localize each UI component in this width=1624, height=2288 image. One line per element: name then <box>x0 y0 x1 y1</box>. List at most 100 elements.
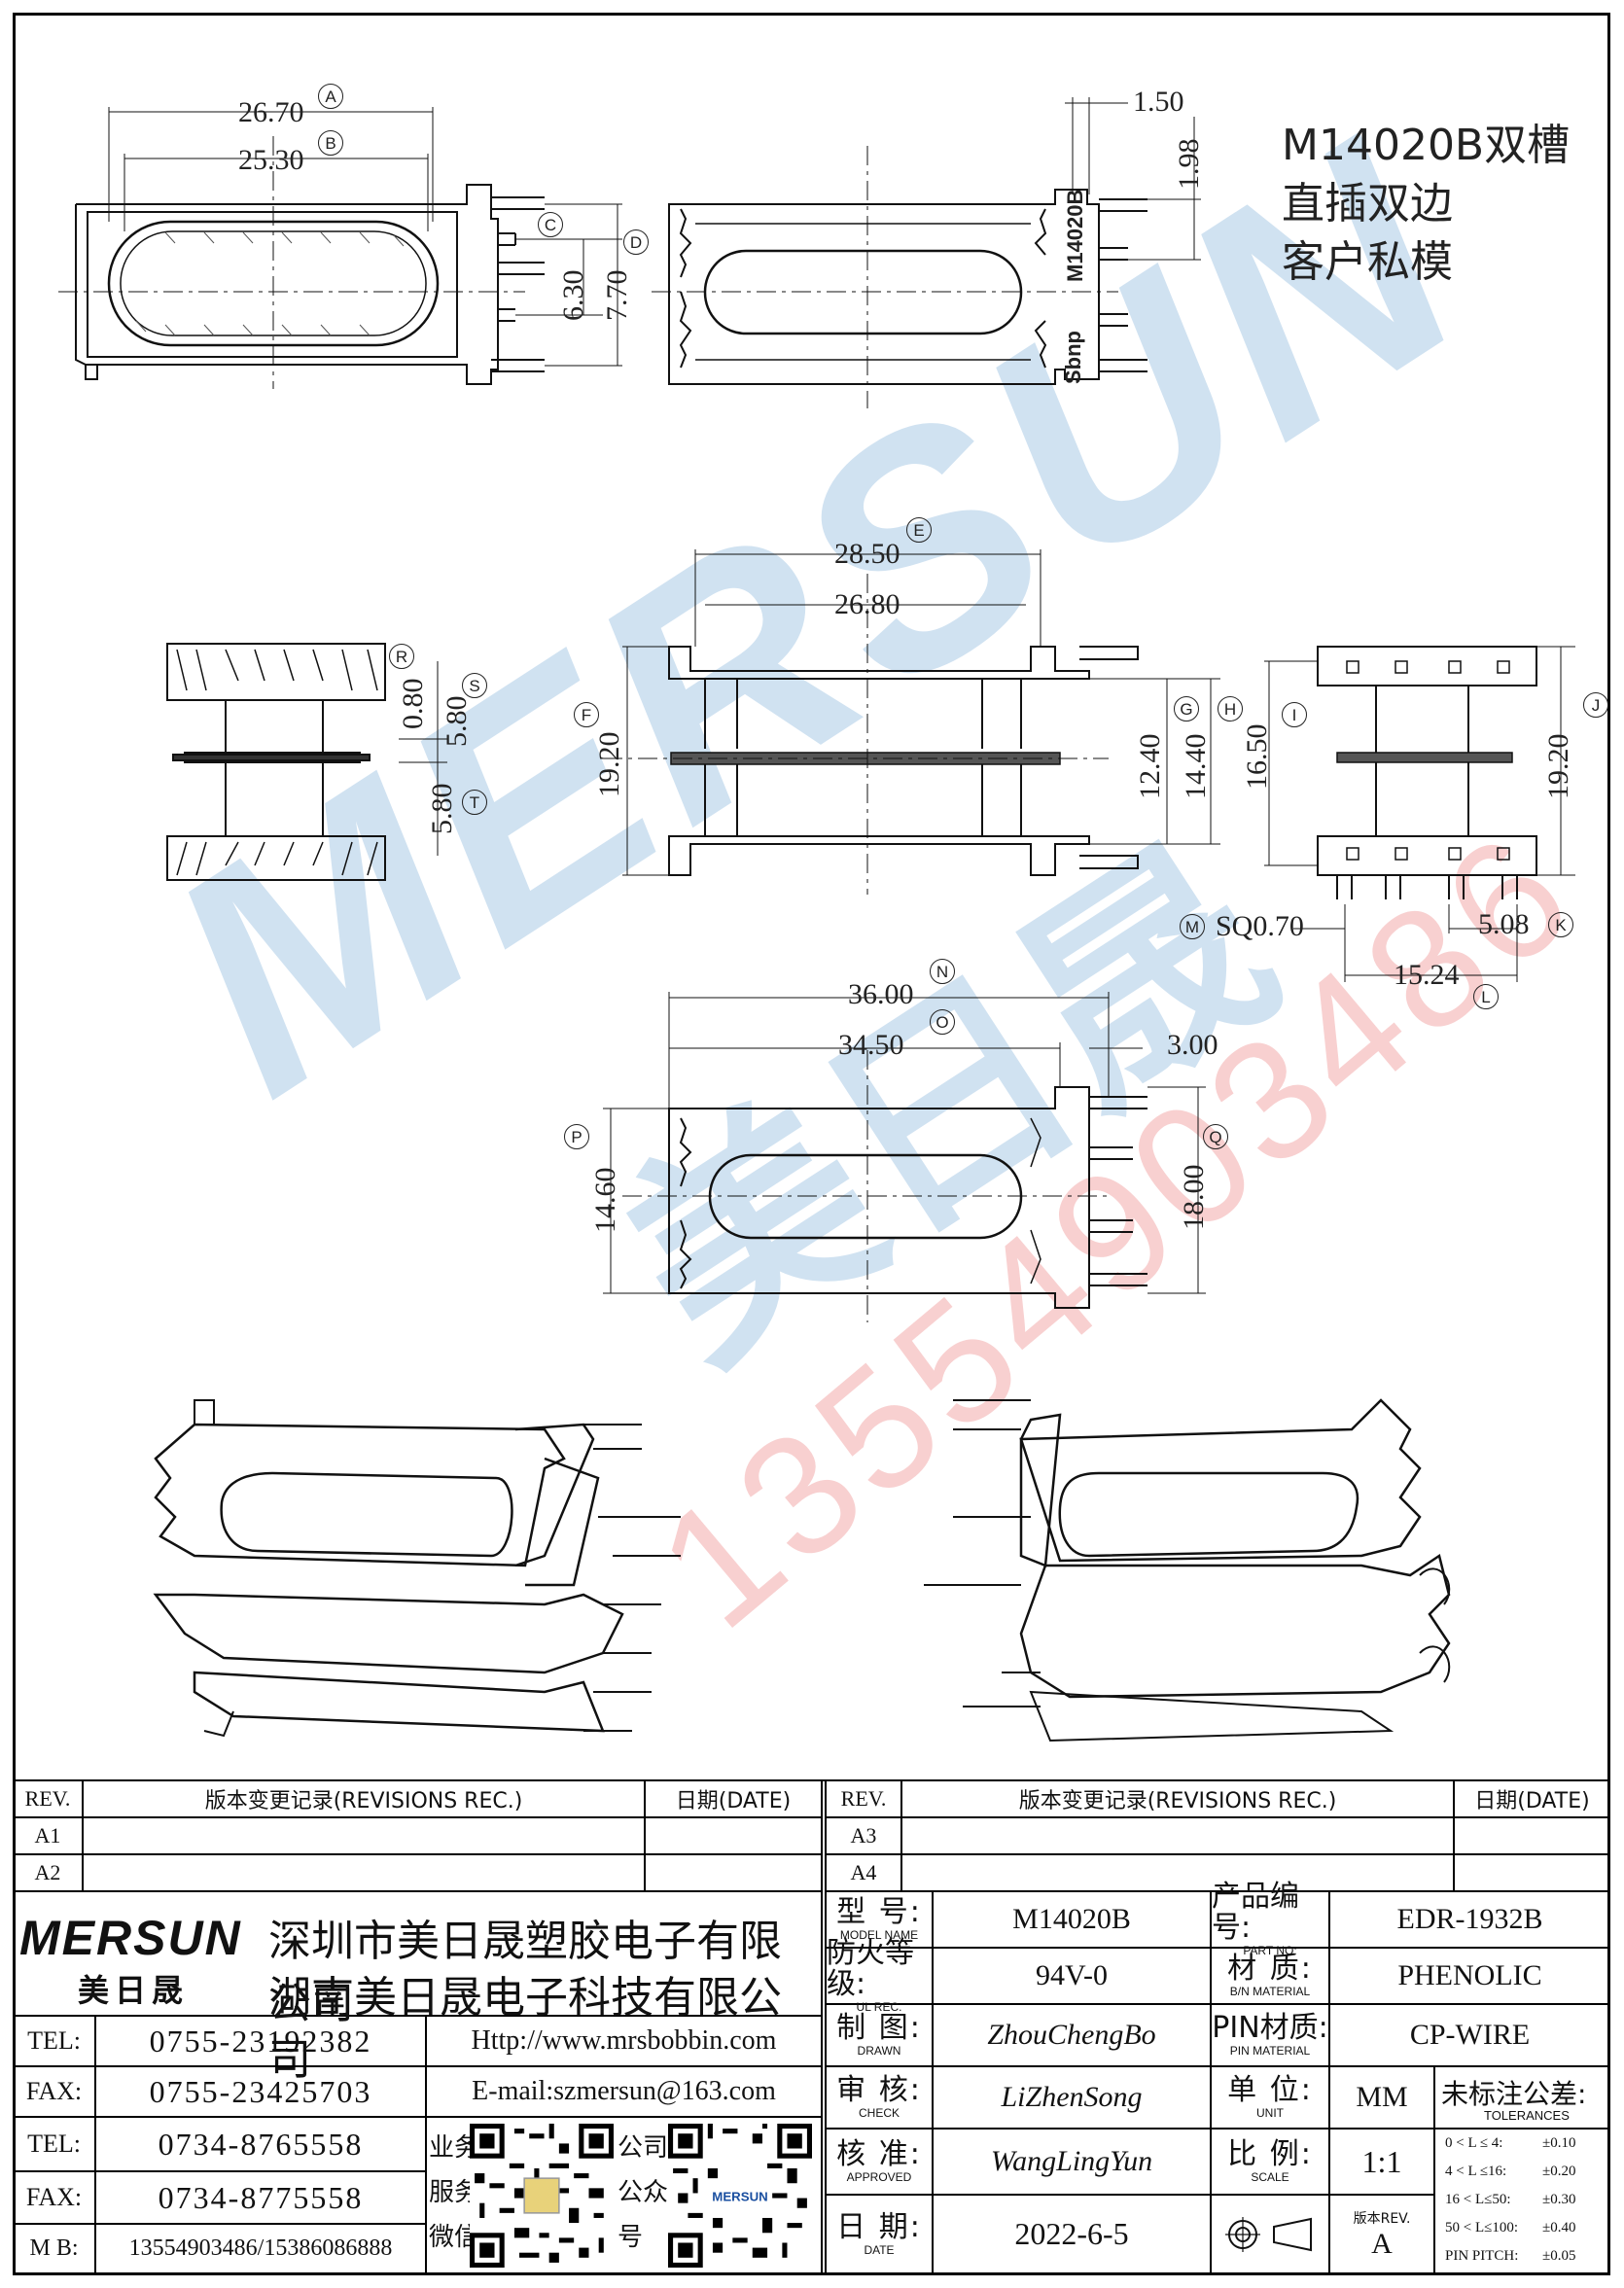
dim-h: 14.40 <box>1180 733 1212 800</box>
contact-value-tel-2: 0734-8765558 <box>96 2118 427 2172</box>
rev-a2-desc <box>84 1855 646 1892</box>
view-bottom <box>603 992 1206 1322</box>
tolerance-row: 0 < L ≤ 4:±0.10 <box>1445 2135 1576 2151</box>
contact-label-tel-2: TEL: <box>14 2118 96 2172</box>
dim-n: 36.00 <box>848 978 914 1010</box>
tolerance-title: 未标注公差: <box>1441 2078 1587 2110</box>
note-line: 客户私模 <box>1282 237 1453 287</box>
ref-q: Q <box>1203 1124 1228 1149</box>
note-line: M14020B双槽 <box>1282 121 1571 170</box>
qr-code-business <box>470 2124 614 2268</box>
field-version-label: 版本REV. <box>1353 2210 1411 2227</box>
field-unit-value: MM <box>1330 2067 1435 2130</box>
ref-s: S <box>462 673 487 698</box>
ref-n: N <box>930 959 955 984</box>
field-model-label: 型 号:MODEL NAME <box>825 1892 934 1949</box>
ref-r: R <box>389 644 414 669</box>
rev-a1: A1 <box>14 1818 84 1855</box>
title-block: REV. 版本变更记录(REVISIONS REC.) 日期(DATE) A1 … <box>14 1779 1609 2276</box>
dim-q: 18.00 <box>1178 1164 1210 1231</box>
note-line: 直插双边 <box>1282 179 1453 229</box>
dim-f-h: 19.20 <box>593 731 625 798</box>
dim-g: 12.40 <box>1134 733 1166 800</box>
view-front-center <box>603 549 1220 895</box>
technical-drawing <box>58 97 1575 1742</box>
dim-d: 7.70 <box>601 269 633 322</box>
tolerance-row: 16 < L≤50:±0.30 <box>1445 2192 1576 2207</box>
ref-l: L <box>1473 984 1499 1009</box>
view-iso-right <box>924 1398 1451 1742</box>
rev-a4-desc <box>902 1855 1455 1892</box>
rev-a3-desc <box>902 1818 1455 1855</box>
contact-label-tel-1: TEL: <box>14 2017 96 2067</box>
field-ul-value: 94V-0 <box>934 1949 1212 2005</box>
tolerance-row: 50 < L≤100:±0.40 <box>1445 2220 1576 2235</box>
rev-a1-date <box>646 1818 823 1855</box>
dim-r: 0.80 <box>397 678 429 730</box>
rev-a1-desc <box>84 1818 646 1855</box>
tolerance-block: 未标注公差: TOLERANCES 0 < L ≤ 4:±0.10 4 < L … <box>1435 2067 1609 2274</box>
logo-marking: Sbnp <box>1061 331 1085 384</box>
tolerance-table: 0 < L ≤ 4:±0.10 4 < L ≤16:±0.20 16 < L≤5… <box>1435 2128 1609 2270</box>
qr-label-official: 公司公众号 <box>618 2133 669 2252</box>
tolerance-row: PIN PITCH:±0.05 <box>1445 2248 1576 2264</box>
rev-a4-date <box>1455 1855 1609 1892</box>
contact-value-tel-1: 0755-23192382 <box>96 2017 427 2067</box>
field-unit-label: 单 位:UNIT <box>1212 2067 1330 2130</box>
dim-s: 5.80 <box>441 695 473 748</box>
ref-b: B <box>318 130 343 156</box>
date-header-right: 日期(DATE) <box>1455 1781 1609 1818</box>
ref-k: K <box>1548 912 1573 937</box>
rev-a2-date <box>646 1855 823 1892</box>
view-top-left <box>58 107 622 389</box>
ref-f: F <box>574 702 599 727</box>
ref-c: C <box>538 212 563 237</box>
contact-label-fax-2: FAX: <box>14 2172 96 2225</box>
rev-rec-header-left: 版本变更记录(REVISIONS REC.) <box>84 1781 646 1818</box>
dim-t: 5.80 <box>426 783 458 835</box>
field-date-label: 日 期:DATE <box>825 2196 934 2274</box>
ref-g: G <box>1174 696 1199 722</box>
rev-rec-header-right: 版本变更记录(REVISIONS REC.) <box>902 1781 1455 1818</box>
qr-logo-text: MERSUN <box>712 2190 767 2204</box>
dim-c: 6.30 <box>557 269 589 322</box>
field-version: 版本REV. A <box>1330 2196 1435 2274</box>
dim-l: 15.24 <box>1394 959 1460 991</box>
ref-t: T <box>462 790 487 815</box>
company-block: MERSUN 美日晟 深圳市美日晟塑胶电子有限公司 湖南美日晟电子科技有限公司 <box>14 1892 823 2085</box>
tolerance-row: 4 < L ≤16:±0.20 <box>1445 2164 1576 2179</box>
field-partno-label: 产品编号:PART NO: <box>1212 1882 1330 1957</box>
rev-a2: A2 <box>14 1855 84 1892</box>
contact-value-fax-2: 0734-8775558 <box>96 2172 427 2225</box>
website[interactable]: Http://www.mrsbobbin.com <box>427 2017 823 2067</box>
dim-p: 14.60 <box>589 1167 621 1234</box>
ref-i: I <box>1282 702 1307 727</box>
dim-b: 25.30 <box>238 144 304 176</box>
view-end-right <box>1264 646 1575 982</box>
field-check-label: 审 核:CHECK <box>825 2067 934 2130</box>
dim-k: 5.08 <box>1478 908 1530 940</box>
dim-a: 26.70 <box>238 96 304 128</box>
view-end-left <box>166 643 447 881</box>
field-check-value: LiZhenSong <box>934 2067 1212 2130</box>
company-name-1: 深圳市美日晟塑胶电子有限公司 <box>268 1917 782 2028</box>
field-pin-label: PIN材质:PIN MATERIAL <box>1212 2005 1330 2067</box>
rev-header-right: REV. <box>825 1781 902 1818</box>
ref-a: A <box>318 84 343 109</box>
field-drawn-value: ZhouChengBo <box>934 2005 1212 2067</box>
qr-code-official: MERSUN <box>668 2124 812 2268</box>
field-ul-label: 防火等级:UL REC. <box>825 1938 934 2014</box>
contact-value-mb: 13554903486/15386086888 <box>96 2225 427 2274</box>
dim-o: 34.50 <box>838 1029 904 1061</box>
contact-value-fax-1: 0755-23425703 <box>96 2067 427 2118</box>
contact-label-fax-1: FAX: <box>14 2067 96 2118</box>
ref-o: O <box>930 1009 955 1035</box>
email[interactable]: E-mail:szmersun@163.com <box>427 2067 823 2118</box>
field-approved-label: 核 准:APPROVED <box>825 2130 934 2196</box>
view-iso-left <box>153 1399 681 1738</box>
company-logo-cn: 美日晟 <box>78 1972 190 2009</box>
view-top-right <box>652 97 1201 408</box>
contact-label-mb: M B: <box>14 2225 96 2274</box>
field-material-label: 材 质:B/N MATERIAL <box>1212 1949 1330 2005</box>
